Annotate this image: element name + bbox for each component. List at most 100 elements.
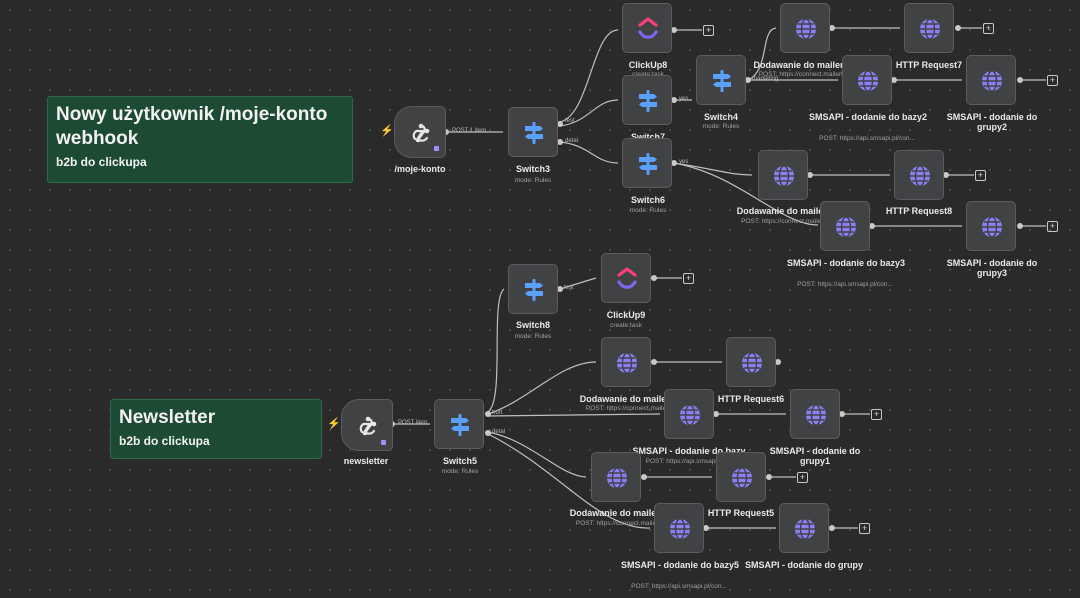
wire bbox=[747, 27, 777, 81]
node-label: Switch6 bbox=[630, 195, 665, 205]
output-dot bbox=[671, 160, 677, 166]
node-switch3[interactable] bbox=[508, 107, 558, 157]
sticky-note-bottom[interactable]: Newsletter b2b do clickupa bbox=[110, 399, 322, 459]
add-node-button[interactable]: + bbox=[1047, 75, 1058, 86]
node-smsapi-bazy3[interactable] bbox=[820, 201, 870, 251]
port-label: yes bbox=[679, 96, 689, 102]
wire bbox=[559, 99, 619, 127]
globe-icon bbox=[607, 467, 627, 489]
trigger-bolt-icon: ⚡ bbox=[327, 418, 341, 430]
switch-icon bbox=[525, 122, 543, 144]
output-dot bbox=[807, 172, 813, 178]
output-dot bbox=[839, 411, 845, 417]
sticky-title: Nowy użytkownik /moje-konto webhook bbox=[56, 104, 328, 149]
node-http7[interactable] bbox=[904, 3, 954, 53]
node-switch6[interactable] bbox=[622, 138, 672, 188]
node-dodawanie-n2[interactable] bbox=[591, 452, 641, 502]
node-switch8[interactable] bbox=[508, 264, 558, 314]
node-label: Dodawanie do mailerl bbox=[579, 394, 673, 404]
node-smsapi-bazy[interactable] bbox=[664, 389, 714, 439]
node-label: Dodawanie do mailerlite bbox=[753, 60, 857, 70]
node-label: SMSAPI - dodanie do grupy3 bbox=[946, 258, 1038, 278]
globe-icon bbox=[806, 404, 826, 426]
add-node-button[interactable]: + bbox=[683, 273, 694, 284]
node-http5[interactable] bbox=[716, 452, 766, 502]
output-dot bbox=[671, 97, 677, 103]
node-label: Switch5 bbox=[442, 456, 477, 466]
wire bbox=[487, 413, 661, 417]
port-label: test bbox=[565, 118, 575, 124]
switch-icon bbox=[525, 279, 543, 301]
globe-icon bbox=[982, 70, 1002, 92]
node-subtitle: mode: Rules bbox=[629, 207, 667, 214]
add-node-button[interactable]: + bbox=[859, 523, 870, 534]
node-label: Dodawanie do mailerl bbox=[736, 206, 830, 216]
sticky-title: Newsletter bbox=[119, 407, 216, 428]
switch-icon bbox=[713, 70, 731, 92]
node-label: ClickUp8 bbox=[628, 60, 668, 70]
node-smsapi-grupy1[interactable] bbox=[790, 389, 840, 439]
node-clickup9[interactable] bbox=[601, 253, 651, 303]
node-label: ClickUp9 bbox=[606, 310, 646, 320]
switch-icon bbox=[451, 414, 469, 436]
sticky-subtitle: b2b do clickupa bbox=[56, 155, 147, 169]
add-node-button[interactable]: + bbox=[1047, 221, 1058, 232]
node-label: HTTP Request7 bbox=[895, 60, 963, 70]
wire bbox=[673, 162, 819, 226]
node-dodawanie-n1[interactable] bbox=[601, 337, 651, 387]
node-smsapi-grupy3[interactable] bbox=[966, 201, 1016, 251]
globe-icon bbox=[982, 216, 1002, 238]
node-dodawanie-top[interactable] bbox=[780, 3, 830, 53]
node-smsapi-bazy2[interactable] bbox=[842, 55, 892, 105]
port-label: POST item bbox=[398, 420, 428, 426]
node-dodawanie-mid[interactable] bbox=[758, 150, 808, 200]
add-node-button[interactable]: + bbox=[983, 23, 994, 34]
node-label: Switch7 bbox=[630, 132, 665, 142]
node-subtitle: mode: Rules bbox=[702, 123, 740, 130]
output-dot bbox=[703, 525, 709, 531]
node-smsapi-grupy[interactable] bbox=[779, 503, 829, 553]
sticky-note-top[interactable]: Nowy użytkownik /moje-konto webhook b2b … bbox=[47, 96, 353, 183]
node-switch7[interactable] bbox=[622, 75, 672, 125]
node-label: SMSAPI - dodanie do grupy1 bbox=[769, 446, 861, 466]
output-dot bbox=[829, 25, 835, 31]
output-dot bbox=[955, 25, 961, 31]
globe-icon bbox=[732, 467, 752, 489]
output-dot bbox=[891, 77, 897, 83]
add-node-button[interactable]: + bbox=[871, 409, 882, 420]
node-http8[interactable] bbox=[894, 150, 944, 200]
node-clickup8[interactable] bbox=[622, 3, 672, 53]
node-subtitle: POST: https://api.smsapi.pl/con... bbox=[631, 583, 727, 590]
globe-icon bbox=[617, 352, 637, 374]
globe-icon bbox=[836, 216, 856, 238]
wire bbox=[559, 29, 619, 123]
node-label: Switch4 bbox=[703, 112, 738, 122]
webhook-icon bbox=[359, 416, 377, 436]
output-dot bbox=[641, 474, 647, 480]
switch-icon bbox=[639, 153, 657, 175]
node-label: Switch3 bbox=[515, 164, 550, 174]
node-newsletter[interactable] bbox=[341, 399, 393, 451]
output-dot bbox=[775, 359, 781, 365]
output-dot bbox=[1017, 77, 1023, 83]
add-node-button[interactable]: + bbox=[797, 472, 808, 483]
node-subtitle: POST: https://api.smsapi.pl/co bbox=[645, 458, 733, 465]
webhook-icon bbox=[412, 123, 430, 143]
port-label: yes bbox=[679, 159, 689, 165]
port-label: POST 1 item bbox=[452, 128, 487, 134]
node-label: /moje-konto bbox=[394, 164, 446, 174]
node-label: SMSAPI - dodanie do bazy2 bbox=[808, 112, 927, 122]
add-node-button[interactable]: + bbox=[975, 170, 986, 181]
node-http6[interactable] bbox=[726, 337, 776, 387]
node-switch5[interactable] bbox=[434, 399, 484, 449]
node-smsapi-grupy2[interactable] bbox=[966, 55, 1016, 105]
node-label: SMSAPI - dodanie do grupy bbox=[744, 560, 863, 570]
sticky-subtitle: b2b do clickupa bbox=[119, 434, 210, 448]
output-dot bbox=[766, 474, 772, 480]
node-switch4[interactable] bbox=[696, 55, 746, 105]
node-smsapi-bazy5[interactable] bbox=[654, 503, 704, 553]
add-node-button[interactable]: + bbox=[703, 25, 714, 36]
node-label: HTTP Request6 bbox=[717, 394, 785, 404]
